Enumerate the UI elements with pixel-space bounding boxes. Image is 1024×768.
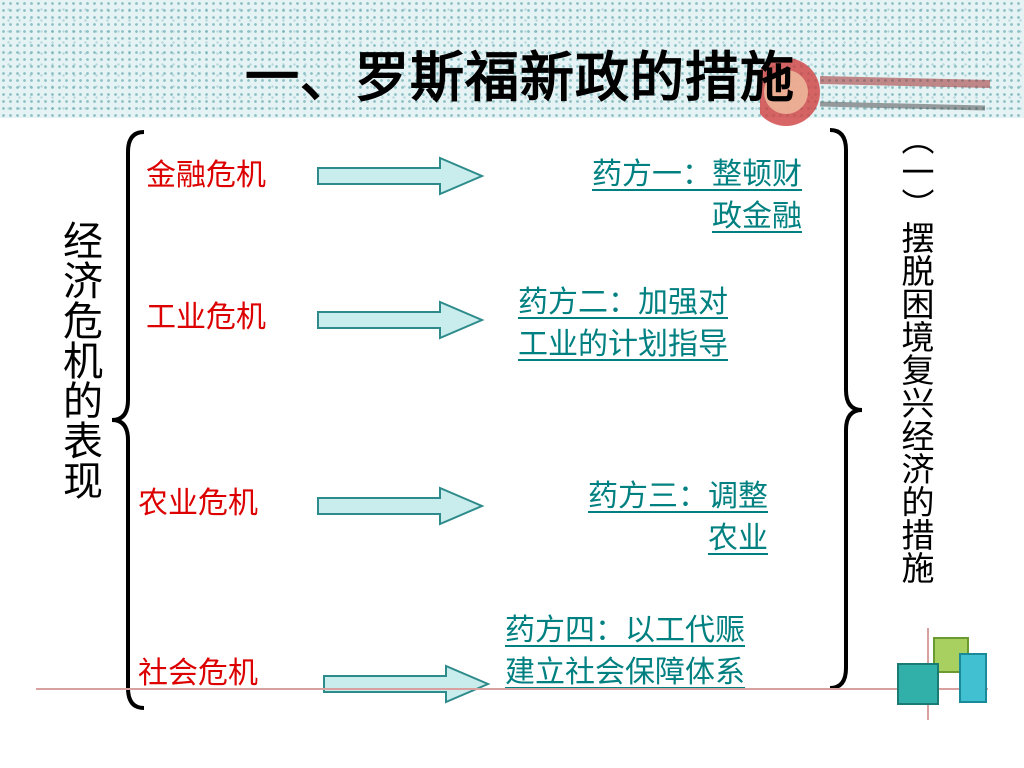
- decorative-squares-icon: [897, 628, 987, 720]
- remedy-2-line1: 药方二：加强对: [518, 285, 728, 320]
- remedy-4-line2: 建立社会保障体系: [505, 655, 745, 690]
- header-pattern-band: [0, 0, 1024, 118]
- remedy-2-line2: 工业的计划指导: [518, 327, 728, 362]
- crisis-label-society: 社会危机: [138, 656, 258, 691]
- remedy-1-line1: 药方一：整顿财: [592, 157, 802, 192]
- remedy-link-1[interactable]: 药方一：整顿财 政金融: [520, 154, 802, 238]
- footer-divider: [36, 688, 988, 690]
- arrow-right-icon: [317, 300, 485, 340]
- crisis-label-agriculture: 农业危机: [138, 486, 258, 521]
- remedy-1-line2: 政金融: [712, 199, 802, 234]
- remedy-4-line1: 药方四：以工代赈: [505, 613, 745, 648]
- crisis-label-industry: 工业危机: [146, 300, 266, 335]
- arrow-right-icon: [317, 486, 485, 526]
- remedy-3-line1: 药方三：调整: [588, 479, 768, 514]
- remedy-link-3[interactable]: 药方三：调整 农业: [520, 476, 768, 560]
- left-brace: [111, 130, 145, 710]
- remedy-link-4[interactable]: 药方四：以工代赈 建立社会保障体系: [505, 610, 825, 694]
- arrow-right-icon: [323, 664, 491, 704]
- slide-title: 一、罗斯福新政的措施: [245, 46, 795, 109]
- remedy-link-2[interactable]: 药方二：加强对 工业的计划指导: [518, 282, 800, 366]
- left-vertical-heading: 经济危机的表现: [56, 220, 102, 500]
- school-logo-icon: [760, 58, 991, 126]
- remedy-3-line2: 农业: [708, 521, 768, 556]
- right-brace: [829, 128, 863, 690]
- crisis-label-finance: 金融危机: [146, 158, 266, 193]
- arrow-right-icon: [317, 156, 485, 196]
- right-vertical-heading: （一）摆脱困境复兴经济的措施: [896, 122, 935, 584]
